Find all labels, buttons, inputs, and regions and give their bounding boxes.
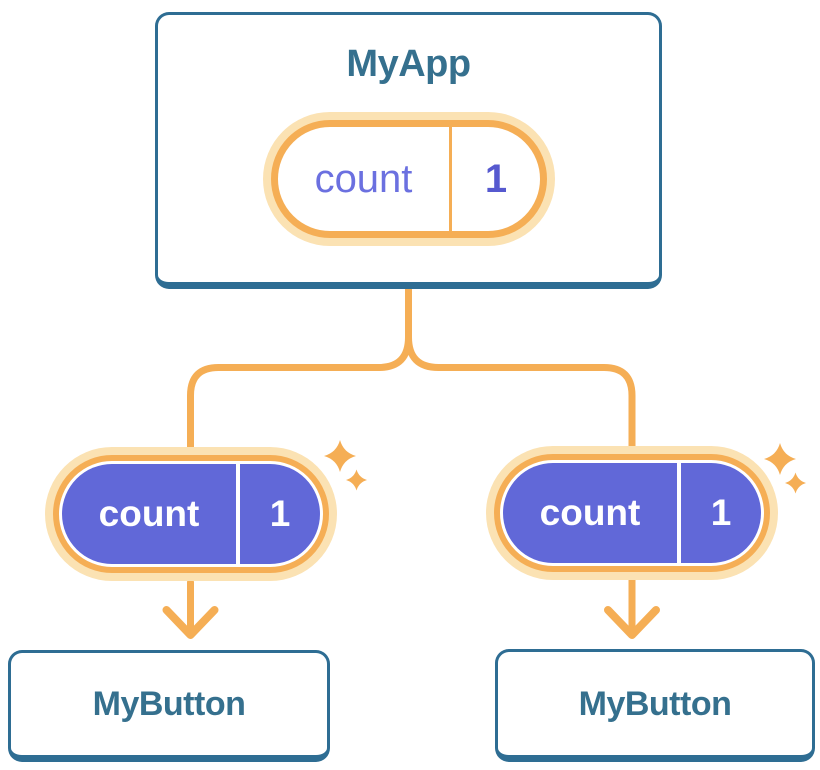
prop-pill-ring: count 1 [53, 455, 329, 573]
component-title-mybutton-left: MyButton [92, 685, 246, 723]
state-pill-myapp: count 1 [263, 112, 555, 246]
pill-divider [236, 464, 240, 564]
sparkle-icon [324, 440, 356, 472]
arrow-down-icon [604, 606, 660, 639]
prop-value: 1 [710, 492, 732, 533]
prop-pill-left: count 1 [45, 447, 337, 581]
state-name: count [314, 156, 413, 201]
state-value: 1 [484, 156, 508, 201]
tree-connector-right [405, 284, 636, 451]
arrow-down-icon [162, 606, 219, 639]
component-card-mybutton-left: MyButton [8, 650, 330, 762]
prop-name: count [98, 493, 200, 534]
prop-pill-right: count 1 [486, 446, 778, 580]
prop-pill-ring: count 1 [494, 454, 770, 572]
prop-pill-fill: count 1 [62, 464, 320, 564]
prop-pill-fill: count 1 [503, 463, 761, 563]
pill-divider [677, 463, 681, 563]
sparkle-icon [785, 472, 806, 494]
sparkle-icon [346, 469, 367, 491]
component-title-myapp: MyApp [346, 43, 471, 85]
prop-value: 1 [269, 493, 291, 534]
tree-connector-left [187, 284, 412, 452]
sparkle-icon [764, 443, 796, 475]
pill-divider [449, 127, 452, 231]
component-card-mybutton-right: MyButton [495, 649, 815, 762]
prop-name: count [539, 492, 641, 533]
state-pill-ring: count 1 [271, 120, 547, 238]
component-title-mybutton-right: MyButton [578, 684, 732, 723]
